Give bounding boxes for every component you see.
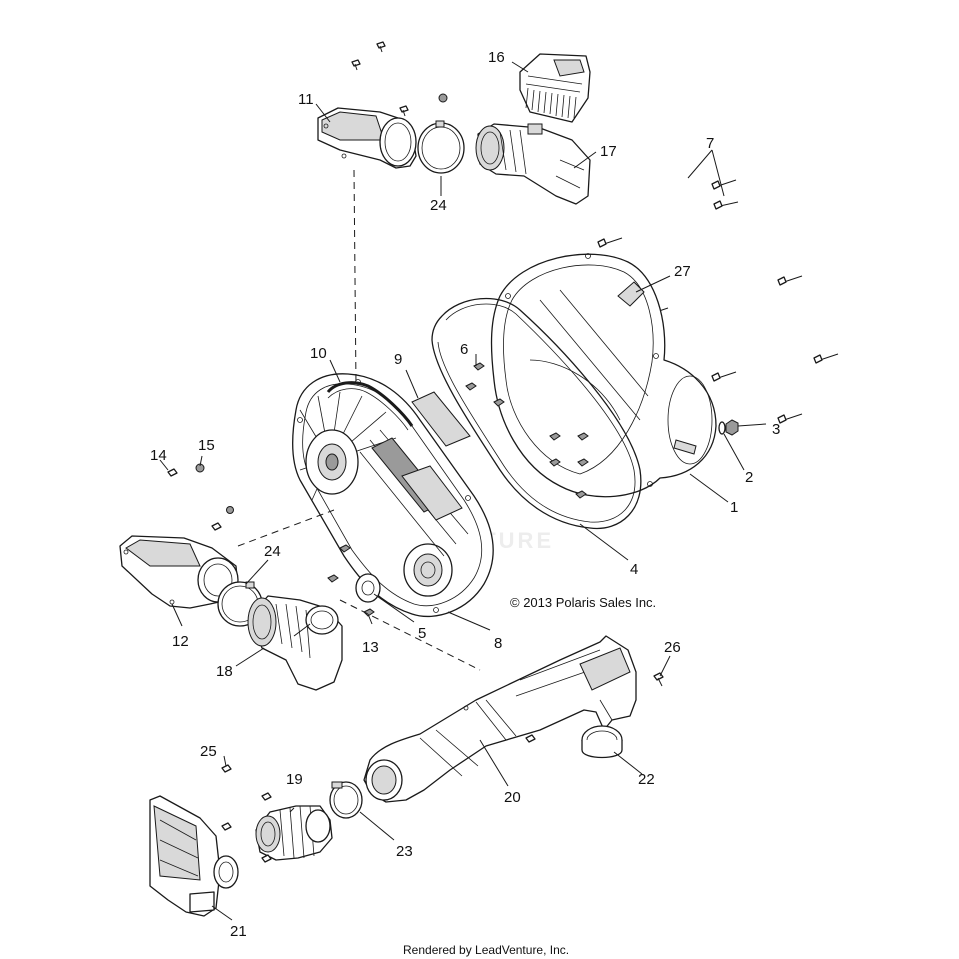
part-19-small-boot [255, 805, 333, 861]
part-24-upper-clamp [417, 120, 465, 174]
callout-2: 2 [745, 469, 753, 486]
footer-credit: Rendered by LeadVenture, Inc. [403, 943, 569, 957]
part-4-gasket [431, 297, 642, 530]
callout-23: 23 [396, 843, 413, 860]
callout-6: 6 [460, 341, 468, 358]
part-1-outer-cover [490, 253, 717, 498]
part-27-label [617, 281, 645, 307]
part-26-screw [653, 672, 664, 687]
callout-12: 12 [172, 633, 189, 650]
part-13-bolt [363, 608, 375, 625]
part-5-seal [355, 573, 381, 603]
part-7-screws [597, 149, 839, 424]
alignment-lines [237, 169, 481, 671]
callout-7: 7 [706, 135, 714, 152]
part-22-coupler [581, 725, 623, 759]
callout-16: 16 [488, 49, 505, 66]
callout-17: 17 [600, 143, 617, 160]
callout-labels: 1 2 3 4 5 6 7 8 9 10 11 12 13 14 15 16 1… [150, 49, 780, 940]
callout-21: 21 [230, 923, 247, 940]
callout-9: 9 [394, 351, 402, 368]
callout-26: 26 [664, 639, 681, 656]
lower-left-screws [221, 792, 272, 863]
callout-13: 13 [362, 639, 379, 656]
callout-15: 15 [198, 437, 215, 454]
duct-screw [525, 734, 536, 743]
mid-fasteners [211, 506, 351, 583]
part-14-screw [167, 468, 178, 477]
part-21-air-box [149, 795, 239, 917]
copyright-text: © 2013 Polaris Sales Inc. [510, 595, 656, 610]
callout-24-lower: 24 [264, 543, 281, 560]
part-23-hose-clamp [329, 781, 363, 819]
callout-22: 22 [638, 771, 655, 788]
part-25-screw [221, 764, 232, 773]
callout-14: 14 [150, 447, 167, 464]
part-9-cover-plate [411, 391, 471, 447]
part-10-cover-seal [326, 381, 414, 431]
callout-27: 27 [674, 263, 691, 280]
leader-lines [159, 61, 767, 921]
part-20-main-air-duct [363, 635, 637, 803]
part-11-upper-intake-duct [317, 107, 417, 169]
callout-10: 10 [310, 345, 327, 362]
top-fasteners [351, 41, 448, 117]
callout-3: 3 [772, 421, 780, 438]
callout-1: 1 [730, 499, 738, 516]
callout-25: 25 [200, 743, 217, 760]
part-18-lower-boot [247, 595, 343, 691]
callout-5: 5 [418, 625, 426, 642]
callout-4: 4 [630, 561, 638, 578]
part-3-nut [725, 419, 739, 436]
callout-11: 11 [298, 91, 314, 108]
part-8-inner-cover [292, 373, 494, 618]
part-17-upper-boot [475, 123, 591, 205]
callout-24-upper: 24 [430, 197, 447, 214]
part-2-washer [718, 421, 726, 435]
callout-8: 8 [494, 635, 502, 652]
callout-19: 19 [286, 771, 303, 788]
part-16-vent-screen [519, 53, 591, 123]
callout-20: 20 [504, 789, 521, 806]
callout-18: 18 [216, 663, 233, 680]
